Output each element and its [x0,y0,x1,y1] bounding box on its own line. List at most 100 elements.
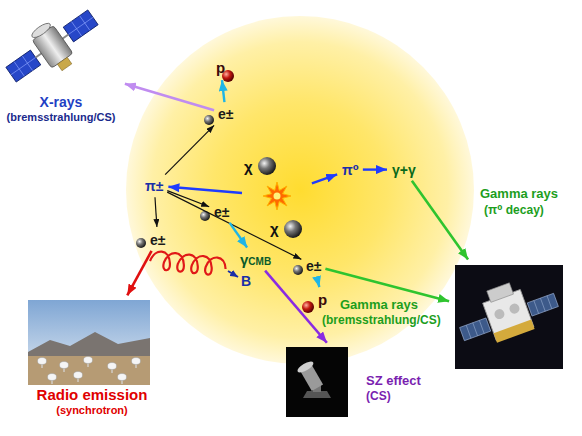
annihilation-burst-part [274,193,281,200]
process-note: (π⁰ decay) [484,203,544,217]
emission-arrow [167,192,301,259]
emission-arrow [317,277,320,287]
annihilation-pair: χχ [244,150,310,242]
sz-telescope-picture-part [296,359,331,398]
gamma-satellite-picture-part [455,265,563,369]
xray-satellite-picture-part [30,21,53,40]
emission-arrow [312,174,337,183]
electron-particle: e± [216,104,235,123]
node-heading: X-rays [0,94,122,111]
proton-particle: p [316,290,329,309]
xray-satellite-picture-part [57,57,71,70]
halo-region [126,16,474,364]
sz-telescope-picture-part [286,347,348,417]
gamma-satellite-picture-part-part [494,320,535,343]
gamma-satellite-picture-part [451,270,563,353]
node-note: χ [270,220,279,238]
emission-arrow [168,187,242,193]
particle-balls-part [284,220,302,238]
emission-label: Gamma rays [480,186,558,202]
node-heading: π± [145,178,163,194]
emission-arrow [412,181,468,260]
node-note: (CS) [366,389,438,403]
radio-array-photo-part [48,374,57,385]
photon-pair: γ+γ [390,160,418,179]
particle-balls-part [204,115,214,125]
particle-balls-part [302,301,314,313]
cmb-photon: γCMB [238,250,273,269]
node-heading: γ+γ [392,162,416,178]
synchrotron-spiral [149,251,226,277]
emission-arrow [125,84,214,110]
gamma-satellite-picture-part-part [527,293,558,316]
electron-particle: e± [148,230,167,249]
node-note: (synchrotron) [24,404,160,417]
emission-arrow [230,223,247,248]
emission-arrow [155,197,157,227]
radio-array-photo-part [132,358,141,369]
gamma-satellite-picture-part-part [493,308,506,321]
emission-arrow [127,251,151,295]
radio-array-photo-part [118,374,127,385]
node-heading: e± [150,232,165,248]
particle-balls-part [136,238,146,248]
gamma-satellite-picture-part-part [466,320,484,338]
radio-array-photo-part [28,332,150,360]
node-note: (bremsstrahlung/CS) [0,111,122,124]
proton-particle: p [214,58,227,77]
sz-telescope-picture-part-part [296,359,325,392]
emission-arrow [325,269,449,302]
node-heading: Radio emission [24,386,160,404]
pion-particle: π± [143,176,165,195]
radio-array-photo-part [84,357,93,368]
gamma-satellite-picture-part-part [460,318,491,341]
radio-array: Radio emission(synchrotron) [24,298,160,422]
node-heading: χ [244,158,253,176]
radio-array-photo [28,300,150,385]
emission-arrow [165,125,214,174]
particle-balls-part [293,265,303,275]
radio-array-photo-part [74,372,83,383]
node-heading: γCMB [240,251,271,269]
node-heading: p [318,291,327,308]
particle-balls-part [258,157,276,175]
radio-array-photo-part [108,363,117,374]
emission-arrow [167,191,209,207]
annihilation-burst [263,182,291,210]
radio-array-photo-part [28,300,150,385]
xray-satellite: X-rays(bremsstrahlung/CS) [0,2,122,128]
gamma-satellite-picture [451,265,563,369]
radio-array-photo-part [28,356,150,385]
xray-satellite-picture-part [6,50,41,82]
node-heading: e± [214,204,229,220]
pion-particle: π⁰ [340,160,361,179]
xray-satellite-picture-part [63,10,98,42]
node-heading: e± [306,258,321,274]
emission-arrow [265,271,327,343]
gamma-satellite-picture-part-part [487,283,514,302]
annihilation-burst-part [263,182,291,210]
sz-telescope-picture-part-part [303,391,331,398]
process-note: (bremsstrahlung/CS) [322,313,441,327]
electron-particle: e± [212,202,231,221]
field-label: B [241,273,251,290]
particle-balls [136,70,314,313]
emission-arrow [222,80,224,102]
xray-satellite-picture [0,0,108,96]
node-heading: p [216,59,225,76]
gamma-satellite [452,262,566,372]
electron-particle: e± [304,256,323,275]
xray-satellite-picture-part [63,10,98,42]
node-heading: π⁰ [342,162,359,178]
radio-array-photo-part [60,362,69,373]
field-arrow [228,271,238,277]
xray-satellite-picture-part [6,50,41,82]
radio-array-photo-part [38,358,47,369]
emission-arrow [363,168,387,170]
emission-label: Gamma rays [340,297,418,313]
node-heading: SZ effect [366,373,438,389]
sz-telescope: SZ effect(CS) [284,345,438,420]
